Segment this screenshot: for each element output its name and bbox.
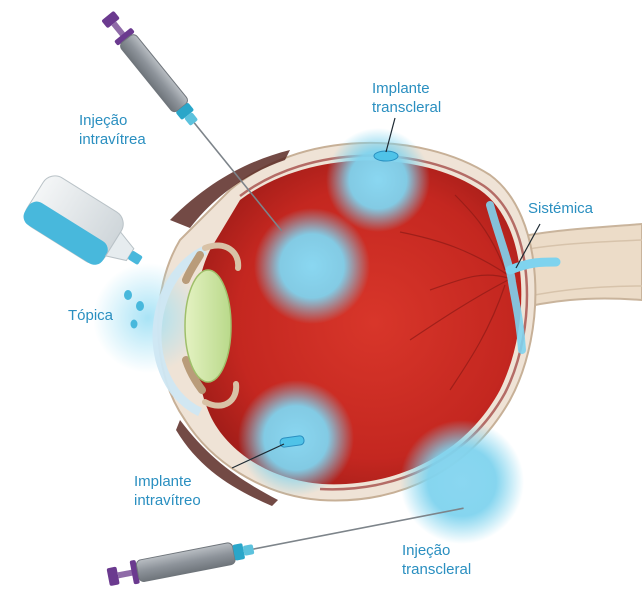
intravitreal-injection-depot [254, 208, 370, 324]
transscleral-implant [374, 151, 398, 161]
transscleral-implant-depot [326, 128, 430, 232]
lens [185, 270, 231, 382]
label-transscleral-implant: Implante transcleral [372, 79, 441, 117]
label-intravitreal-injection: Injeção intravítrea [79, 111, 146, 149]
label-systemic: Sistémica [528, 199, 593, 218]
label-topical: Tópica [68, 306, 113, 325]
label-intravitreal-implant: Implante intravítreo [134, 472, 201, 510]
label-transscleral-injection: Injeção transcleral [402, 541, 471, 579]
transscleral-injection-depot [400, 420, 524, 544]
